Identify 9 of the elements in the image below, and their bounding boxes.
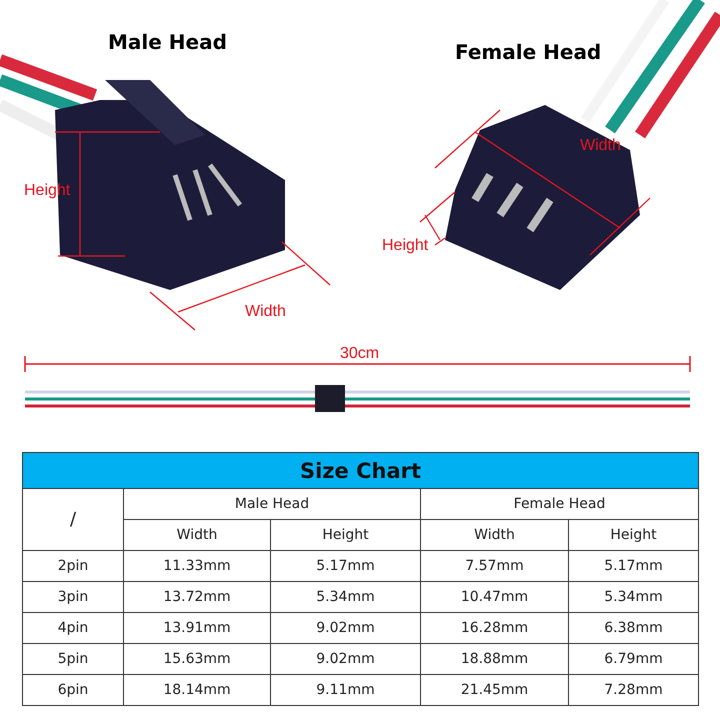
dimension-label: Height <box>382 237 428 255</box>
row-header: 6pin <box>22 674 124 706</box>
heading: Male Head <box>108 30 227 54</box>
heading: Female Head <box>455 40 602 64</box>
table-title: Size Chart <box>22 452 699 489</box>
table-value: 7.28mm <box>568 674 699 706</box>
dimension-label: Width <box>580 137 621 155</box>
dimension-label: Width <box>245 303 286 321</box>
dimension-label: 30cm <box>340 345 380 363</box>
